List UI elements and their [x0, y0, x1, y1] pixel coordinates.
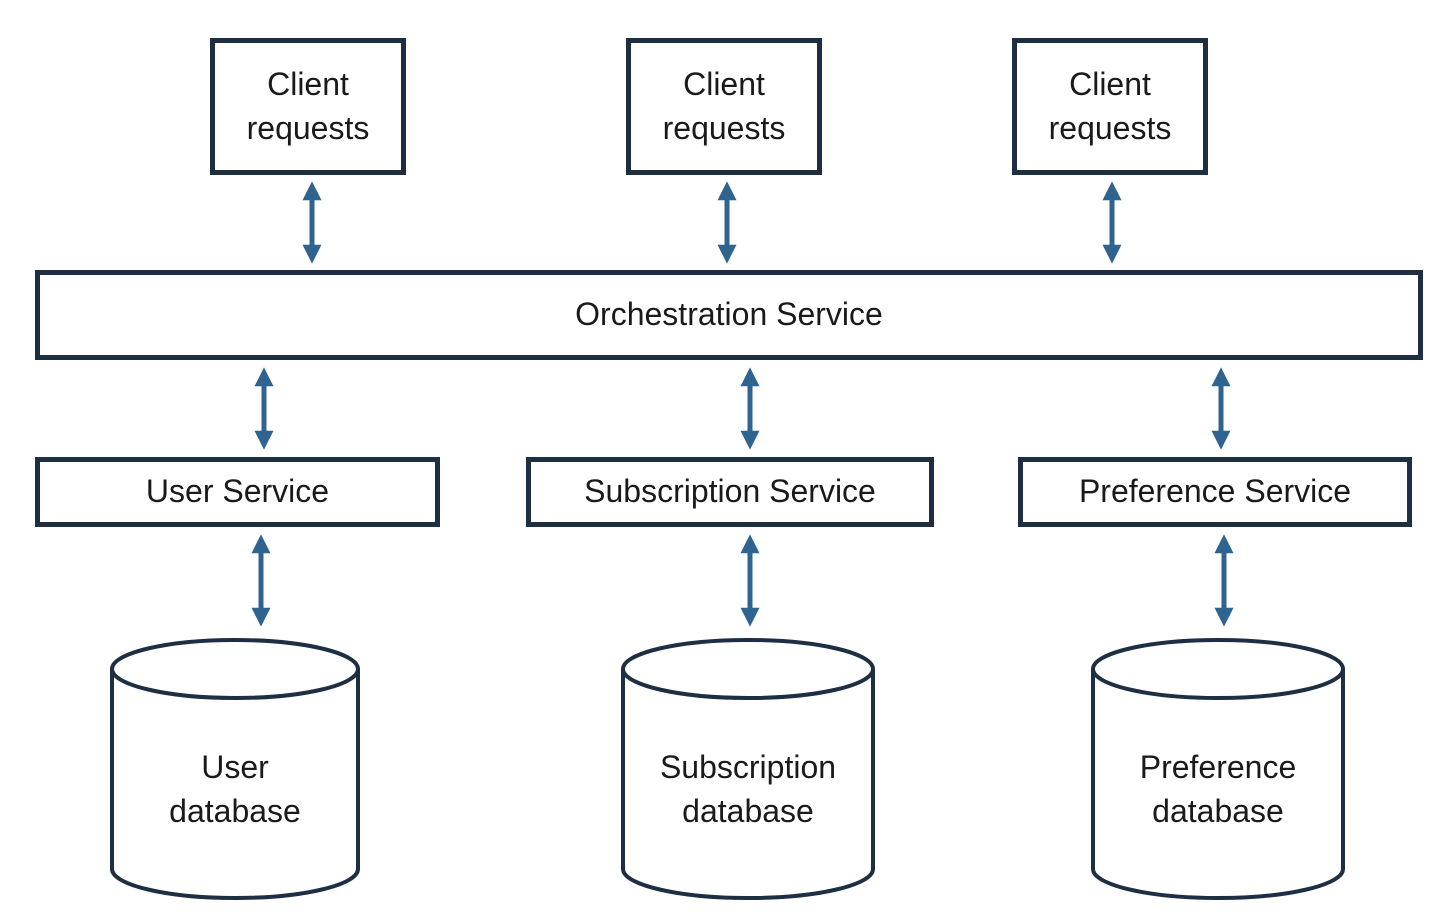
- subscription-service-label: Subscription Service: [584, 473, 876, 510]
- preference-database-label-line2: database: [1152, 792, 1284, 829]
- client-requests-box-1: Client requests: [210, 38, 406, 175]
- user-service-label: User Service: [145, 473, 330, 510]
- client-requests-label-line1: Client: [267, 65, 349, 102]
- client-requests-box-3: Client requests: [1012, 38, 1208, 175]
- subscription-database-label-line1: Subscription: [659, 749, 837, 785]
- client-requests-label-line2: requests: [662, 109, 786, 146]
- client-requests-label-line2: requests: [1048, 109, 1172, 146]
- user-service-box: User Service: [35, 457, 440, 527]
- client-requests-label-line1: Client: [1069, 65, 1151, 102]
- preference-service-box: Preference Service: [1018, 457, 1412, 527]
- orchestration-service-box: Orchestration Service: [35, 270, 1423, 360]
- user-database-cylinder: [110, 638, 360, 900]
- preference-database-label: Preference database: [1068, 746, 1368, 833]
- user-database-label-line1: User: [201, 749, 269, 785]
- preference-service-label: Preference Service: [1078, 473, 1352, 510]
- subscription-service-box: Subscription Service: [526, 457, 934, 527]
- subscription-database-label-line2: database: [682, 792, 814, 829]
- subscription-database-label: Subscription database: [598, 746, 898, 833]
- orchestration-service-label: Orchestration Service: [575, 296, 883, 333]
- preference-database-cylinder: [1091, 638, 1345, 900]
- subscription-database-cylinder: [621, 638, 875, 900]
- user-database-label: User database: [85, 746, 385, 833]
- user-database-label-line2: database: [169, 792, 301, 829]
- preference-database-label-line1: Preference: [1139, 749, 1297, 785]
- client-requests-label-line2: requests: [246, 109, 370, 146]
- client-requests-label-line1: Client: [683, 65, 765, 102]
- client-requests-box-2: Client requests: [626, 38, 822, 175]
